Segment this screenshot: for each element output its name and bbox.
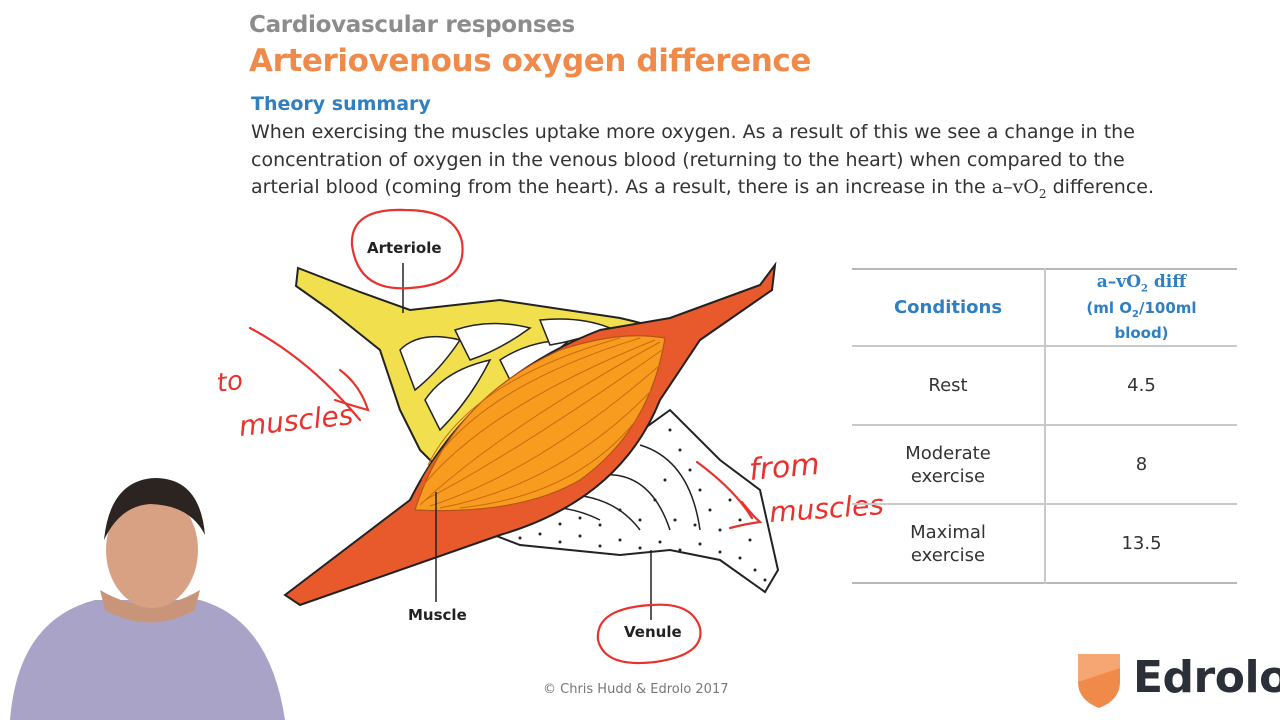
theory-heading: Theory summary <box>251 93 431 115</box>
value-cell: 8 <box>1045 424 1237 504</box>
diff-header-line-1: a–vO2 diff <box>1046 273 1237 298</box>
muscle <box>283 261 777 607</box>
condition-line-1: Rest <box>928 375 968 396</box>
arteriole-circle <box>350 208 464 290</box>
table-header-diff: a–vO2 diff (ml O2/100ml blood) <box>1045 269 1237 346</box>
diff-header-word: diff <box>1147 272 1187 293</box>
muscle-fibres <box>417 337 663 509</box>
label-arteriole: Arteriole <box>367 239 442 257</box>
presenter-hair <box>104 478 205 540</box>
summary-line-3: arterial blood (coming from the heart). … <box>251 174 1251 208</box>
lesson-subtitle: Cardiovascular responses <box>249 12 575 38</box>
arteriole-gaps <box>399 318 613 432</box>
table-header-row: Conditions a–vO2 diff (ml O2/100ml blood… <box>852 269 1237 346</box>
table-row: Rest 4.5 <box>852 345 1237 425</box>
theory-summary: When exercising the muscles uptake more … <box>251 119 1251 208</box>
avo2-diff-table: Conditions a–vO2 diff (ml O2/100ml blood… <box>852 268 1237 584</box>
avo2-term: a–vO2 <box>991 176 1047 201</box>
diff-unit-open: (ml O <box>1086 298 1133 317</box>
avo2-term-sub: 2 <box>1038 186 1047 201</box>
condition-line-2: exercise <box>910 544 986 566</box>
table-header-conditions: Conditions <box>852 269 1046 346</box>
summary-line-2: concentration of oxygen in the venous bl… <box>251 148 1125 171</box>
venule-dots <box>498 428 767 582</box>
summary-line-3-prefix: arterial blood (coming from the heart). … <box>251 176 992 198</box>
summary-line-3-suffix: difference. <box>1046 176 1154 198</box>
diff-header-avo: a–vO <box>1096 272 1141 293</box>
diff-header-label: a–vO2 diff (ml O2/100ml blood) <box>1046 273 1237 341</box>
diff-header-sub: 2 <box>1141 283 1148 295</box>
summary-line-1: When exercising the muscles uptake more … <box>251 121 1135 143</box>
annotation-to: to <box>215 366 245 399</box>
annotation-from: from <box>748 447 821 488</box>
to-muscles-arrow <box>248 326 362 422</box>
avo2-term-base: a–vO <box>991 176 1039 198</box>
edrolo-logo-text: Edrolo <box>1133 652 1280 703</box>
condition-line-1: Maximal <box>910 521 986 543</box>
label-muscle: Muscle <box>408 606 467 624</box>
condition-line-1: Moderate <box>905 442 991 464</box>
copyright-notice: © Chris Hudd & Edrolo 2017 <box>543 682 729 697</box>
diff-header-line-2: (ml O2/100ml <box>1046 299 1237 324</box>
condition-line-2: exercise <box>910 465 986 487</box>
annotation-to-muscles: muscles <box>237 398 354 443</box>
conditions-header-label: Conditions <box>893 297 1003 318</box>
edrolo-shield-icon <box>1078 654 1120 708</box>
diff-unit-sub: 2 <box>1132 308 1139 320</box>
from-muscles-arrowhead <box>728 500 763 530</box>
from-muscles-arrow <box>695 460 754 520</box>
lesson-title: Arteriovenous oxygen difference <box>249 43 812 79</box>
value-cell: 4.5 <box>1045 345 1237 425</box>
value-cell: 13.5 <box>1045 503 1237 583</box>
handwritten-annotations <box>248 208 763 665</box>
presenter-face <box>106 492 198 608</box>
to-muscles-arrowhead <box>333 368 370 412</box>
venule-circle <box>596 603 702 665</box>
label-venule: Venule <box>624 623 682 641</box>
capillary-muscle-diagram: Arteriole Muscle Venule to muscles from … <box>215 208 885 665</box>
diff-unit-close: /100ml <box>1139 298 1197 317</box>
presenter-video <box>10 478 285 720</box>
diff-header-line-3: blood) <box>1114 323 1169 342</box>
condition-cell: Rest <box>852 345 1046 425</box>
presenter-shirt <box>10 600 285 720</box>
